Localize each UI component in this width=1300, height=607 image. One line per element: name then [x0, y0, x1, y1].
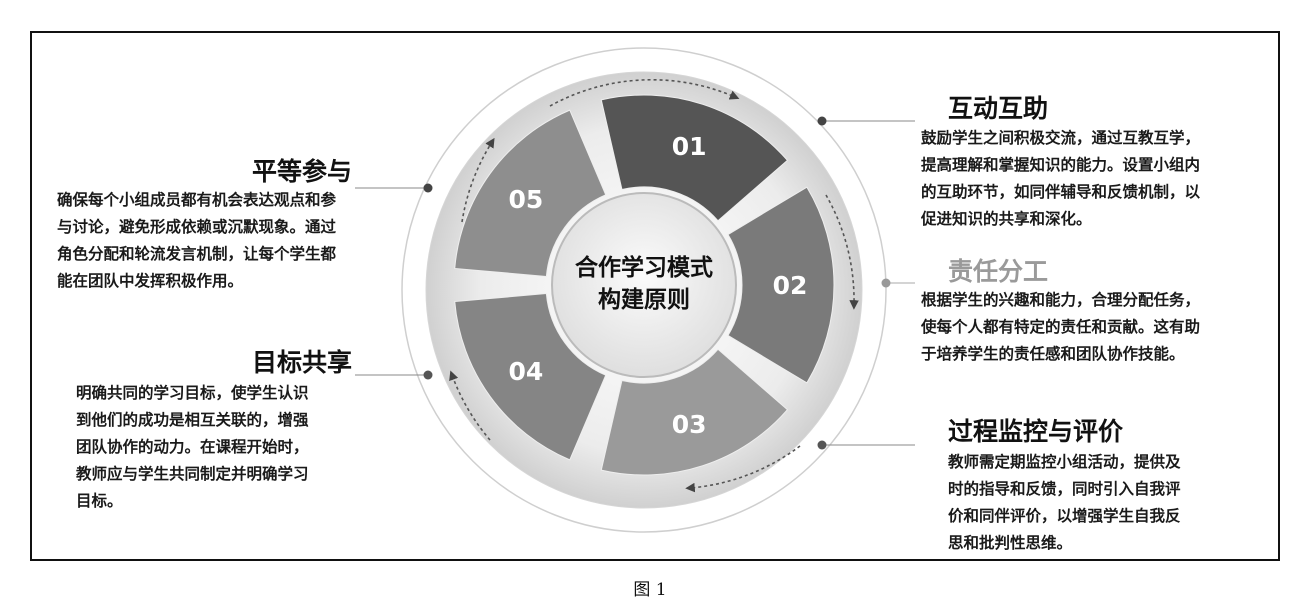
segment-number-04: 04	[508, 357, 543, 386]
segment-number-05: 05	[508, 185, 543, 214]
dashed-arrow-upper-left	[461, 137, 495, 223]
figure-caption: 图 1	[633, 580, 667, 600]
outer-ring-line	[401, 47, 887, 533]
connector-dot-equal	[423, 183, 433, 193]
connector-dot-interact	[817, 116, 827, 126]
text-line: 与讨论，避免形成依赖或沉默现象。通过	[57, 217, 337, 236]
segments-group: 01 02 03 04 05	[454, 94, 835, 476]
dashed-arrow-right	[825, 194, 859, 310]
dashed-arrow-left	[449, 370, 491, 441]
text-line: 到他们的成功是相互关联的，增强	[76, 410, 309, 429]
segment-number-02: 02	[773, 271, 808, 300]
ring-segment-03	[600, 348, 789, 476]
center-hub	[551, 192, 737, 378]
principle-title-monitor: 过程监控与评价	[948, 417, 1124, 446]
connector-dot-duty	[881, 278, 891, 288]
principle-title-goal: 目标共享	[252, 348, 353, 377]
text-line: 确保每个小组成员都有机会表达观点和参	[57, 190, 337, 209]
principle-text-goal: 明确共同的学习目标，使学生认识 到他们的成功是相互关联的，增强 团队协作的动力。…	[76, 379, 366, 514]
text-line: 促进知识的共享和深化。	[921, 209, 1092, 228]
principle-title-duty: 责任分工	[948, 257, 1049, 286]
text-line: 提高理解和掌握知识的能力。设置小组内	[921, 155, 1201, 174]
connector-dot-goal	[423, 370, 433, 380]
text-line: 明确共同的学习目标，使学生认识	[76, 383, 309, 402]
text-line: 教师需定期监控小组活动，提供及	[948, 452, 1181, 471]
text-line: 目标。	[76, 491, 123, 510]
principle-text-equal: 确保每个小组成员都有机会表达观点和参 与讨论，避免形成依赖或沉默现象。通过 角色…	[57, 186, 387, 294]
text-line: 团队协作的动力。在课程开始时，	[76, 437, 309, 456]
ring-segment-05	[454, 109, 607, 278]
principle-title-equal: 平等参与	[252, 157, 353, 186]
text-line: 角色分配和轮流发言机制，让每个学生都	[57, 244, 337, 263]
text-line: 于培养学生的责任感和团队协作技能。	[921, 344, 1185, 363]
text-line: 根据学生的兴趣和能力，合理分配任务，	[921, 290, 1201, 309]
connector-dot-monitor	[817, 440, 827, 450]
segment-number-01: 01	[672, 132, 707, 161]
ring-segment-02	[727, 186, 835, 384]
principle-title-interact: 互动互助	[948, 94, 1049, 123]
text-line: 鼓励学生之间积极交流，通过互教互学，	[921, 128, 1201, 147]
ring-segment-04	[454, 292, 607, 461]
text-line: 教师应与学生共同制定并明确学习	[76, 464, 309, 483]
principle-text-duty: 根据学生的兴趣和能力，合理分配任务， 使每个人都有特定的责任和贡献。这有助 于培…	[921, 286, 1266, 367]
segment-number-03: 03	[672, 410, 707, 439]
text-line: 使每个人都有特定的责任和贡献。这有助	[921, 317, 1201, 336]
ring-segment-01	[600, 94, 789, 222]
principle-text-monitor: 教师需定期监控小组活动，提供及 时的指导和反馈，同时引入自我评 价和同伴评价，以…	[948, 448, 1248, 556]
text-line: 的互助环节，如同伴辅导和反馈机制，以	[921, 182, 1201, 201]
center-title-line2: 构建原则	[598, 286, 690, 313]
text-line: 价和同伴评价，以增强学生自我反	[948, 506, 1181, 525]
text-line: 时的指导和反馈，同时引入自我评	[948, 479, 1181, 498]
text-line: 能在团队中发挥积极作用。	[57, 271, 244, 290]
center-title-line1: 合作学习模式	[575, 254, 713, 281]
figure-frame	[30, 31, 1280, 561]
text-line: 思和批判性思维。	[948, 533, 1073, 552]
principle-text-interact: 鼓励学生之间积极交流，通过互教互学， 提高理解和掌握知识的能力。设置小组内 的互…	[921, 124, 1261, 232]
